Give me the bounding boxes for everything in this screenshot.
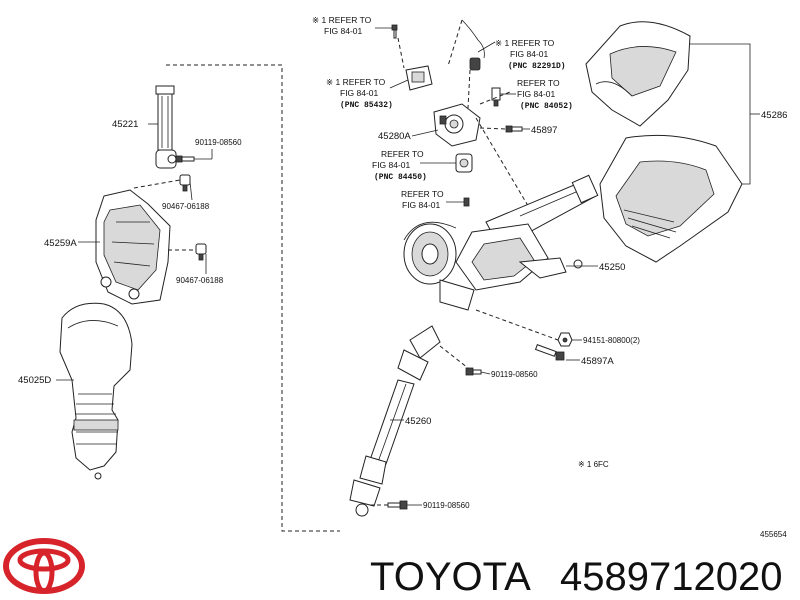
- note-refer-fig-84-01-e: REFER TO FIG 84-01 (PNC 84450): [372, 149, 427, 182]
- svg-text:(PNC 85432): (PNC 85432): [340, 101, 393, 110]
- assembly-boundary-line: [166, 64, 340, 532]
- note-refer-fig-84-01-c: ※ 1 REFER TO FIG 84-01 (PNC 85432): [326, 77, 393, 110]
- label-90467-06188-upper: 90467-06188: [162, 202, 210, 211]
- part-45280a-switch[interactable]: [433, 103, 481, 147]
- key-cylinder-pin[interactable]: [463, 197, 470, 207]
- screw-45897[interactable]: [505, 125, 523, 133]
- bolt-90119-08560-upper[interactable]: [175, 155, 195, 163]
- label-45221: 45221: [112, 119, 138, 130]
- svg-text:FIG 84-01: FIG 84-01: [510, 49, 549, 59]
- note-refer-fig-84-01-f: REFER TO FIG 84-01: [401, 189, 444, 210]
- svg-text:(PNC 84450): (PNC 84450): [374, 173, 427, 182]
- svg-text:※ 1 REFER TO: ※ 1 REFER TO: [495, 38, 555, 48]
- part-45286-lower-cover[interactable]: [599, 134, 743, 263]
- label-45259a: 45259A: [44, 238, 77, 249]
- part-45260-intermediate-shaft[interactable]: [349, 325, 441, 517]
- sensor-part[interactable]: [491, 87, 501, 107]
- wire-harness-part[interactable]: [461, 19, 485, 71]
- label-45286: 45286: [761, 110, 787, 121]
- label-90119-08560-lower: 90119-08560: [423, 501, 470, 510]
- transponder-part[interactable]: [455, 153, 473, 173]
- part-number: 4589712020: [560, 555, 782, 599]
- svg-text:FIG 84-01: FIG 84-01: [402, 200, 441, 210]
- note-refer-fig-84-01-d: REFER TO FIG 84-01 (PNC 84052): [517, 78, 573, 111]
- svg-text:※ 1 REFER TO: ※ 1 REFER TO: [326, 77, 386, 87]
- diagram-id: 455654: [760, 530, 787, 539]
- brand-name: TOYOTA: [370, 555, 531, 599]
- part-45250-steering-column[interactable]: [403, 174, 599, 311]
- svg-text:※ 1 REFER TO: ※ 1 REFER TO: [312, 15, 372, 25]
- toyota-logo-icon: [3, 538, 85, 594]
- bolt-45897a[interactable]: [534, 344, 565, 361]
- note-refer-fig-84-01-b: ※ 1 REFER TO FIG 84-01 (PNC 82291D): [495, 38, 566, 71]
- clip-90467-06188-upper[interactable]: [179, 174, 191, 192]
- label-90119-08560-middle: 90119-08560: [491, 370, 538, 379]
- svg-text:REFER TO: REFER TO: [401, 189, 444, 199]
- nut-94151-80800[interactable]: [557, 332, 573, 347]
- part-45286-upper-cover[interactable]: [585, 21, 691, 127]
- label-45897a: 45897A: [581, 356, 614, 367]
- label-45280a: 45280A: [378, 131, 411, 142]
- part-45221-shaft[interactable]: [155, 85, 177, 169]
- bolt-90119-08560-middle[interactable]: [465, 367, 482, 376]
- label-45250: 45250: [599, 262, 625, 273]
- svg-text:FIG 84-01: FIG 84-01: [372, 160, 411, 170]
- switch-bracket-part[interactable]: [405, 65, 433, 91]
- clip-90467-06188-lower[interactable]: [195, 243, 207, 261]
- svg-text:FIG 84-01: FIG 84-01: [324, 26, 363, 36]
- svg-text:(PNC 82291D): (PNC 82291D): [508, 62, 566, 71]
- svg-text:REFER TO: REFER TO: [381, 149, 424, 159]
- label-94151-80800: 94151-80800(2): [583, 336, 640, 345]
- svg-text:REFER TO: REFER TO: [517, 78, 560, 88]
- bolt-90119-08560-lower[interactable]: [387, 500, 408, 510]
- label-90119-08560-upper: 90119-08560: [195, 138, 242, 147]
- screw-upper[interactable]: [391, 24, 398, 39]
- label-45897: 45897: [531, 125, 557, 136]
- svg-text:FIG 84-01: FIG 84-01: [517, 89, 556, 99]
- svg-text:FIG 84-01: FIG 84-01: [340, 88, 379, 98]
- part-45259a-cover[interactable]: [95, 189, 171, 305]
- svg-text:(PNC 84052): (PNC 84052): [520, 102, 573, 111]
- label-45025d: 45025D: [18, 375, 51, 386]
- part-45025d-boot[interactable]: [59, 302, 133, 480]
- label-45260: 45260: [405, 416, 431, 427]
- label-90467-06188-lower: 90467-06188: [176, 276, 224, 285]
- note-refer-fig-84-01-a: ※ 1 REFER TO FIG 84-01: [312, 15, 372, 36]
- footnote-6fc: ※ 1 6FC: [578, 460, 609, 469]
